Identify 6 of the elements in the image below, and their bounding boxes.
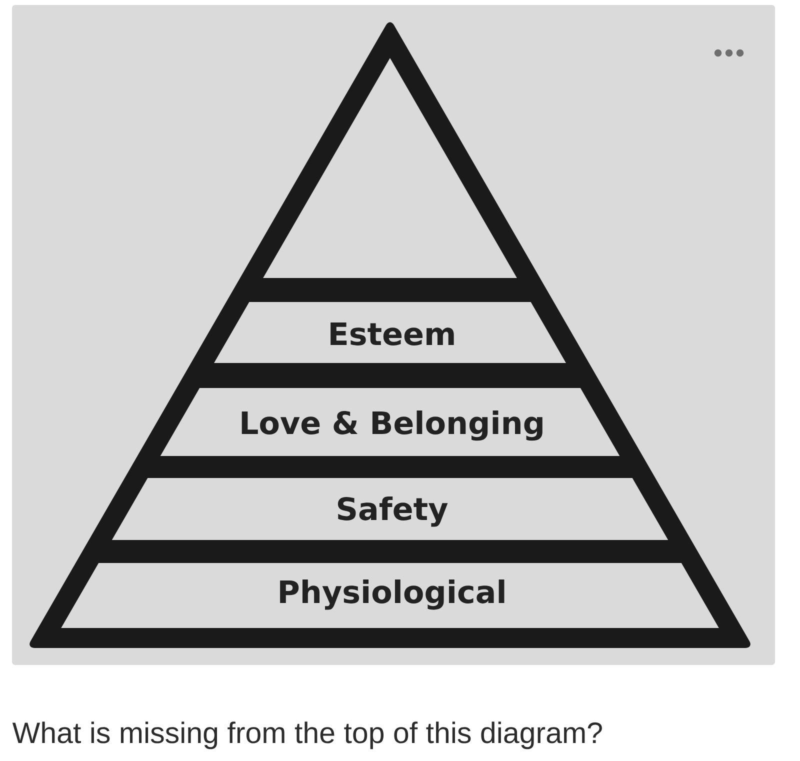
pyramid-level: Safety	[112, 478, 668, 540]
pyramid-tip	[263, 58, 517, 278]
pyramid-level: Physiological	[61, 563, 719, 628]
caption: What is missing from the top of this diagram?	[12, 722, 602, 750]
pyramid-level: Esteem	[214, 302, 566, 363]
pyramid-level: Love & Belonging	[160, 388, 620, 456]
